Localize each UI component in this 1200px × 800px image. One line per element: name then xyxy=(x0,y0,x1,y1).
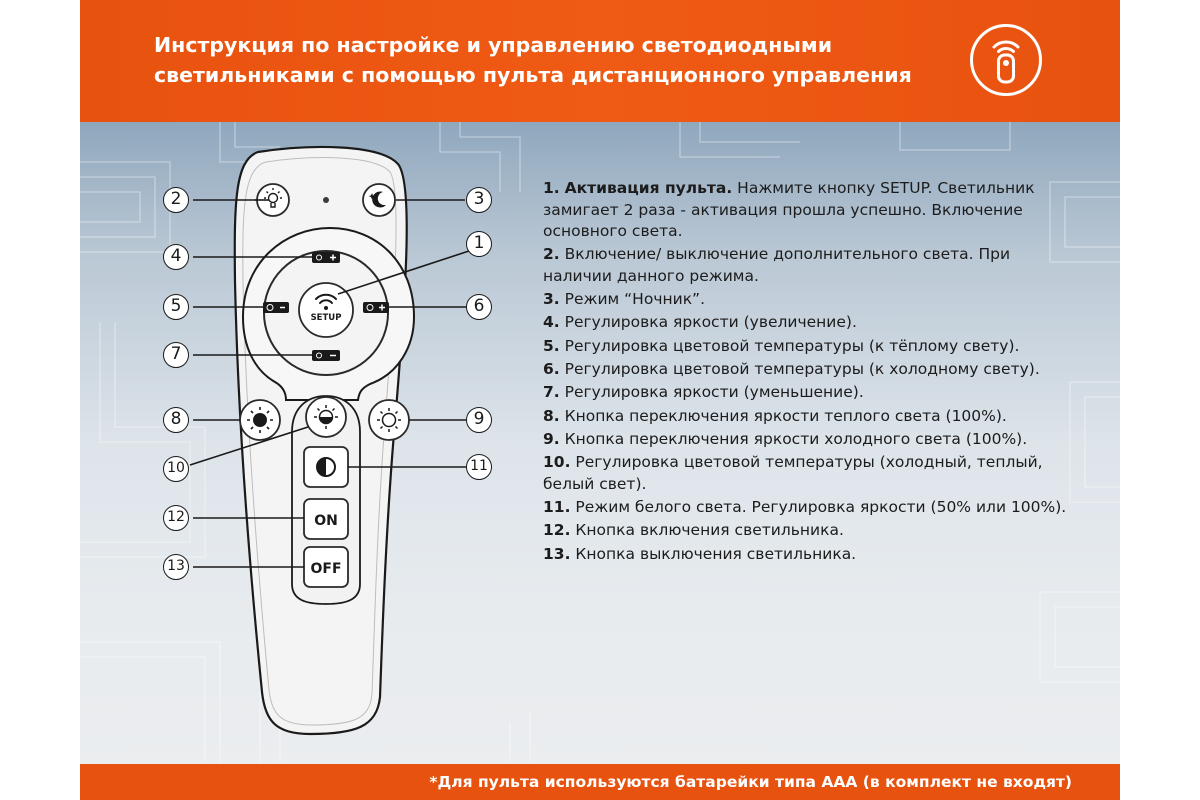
instruction-item-12: 12. Кнопка включения светильника. xyxy=(543,520,1083,542)
instruction-item-5: 5. Регулировка цветовой температуры (к т… xyxy=(543,336,1083,358)
callout-1: 1 xyxy=(466,231,492,257)
instruction-text: Режим “Ночник”. xyxy=(559,290,706,309)
callout-5: 5 xyxy=(163,294,189,320)
instruction-item-7: 7. Регулировка яркости (уменьшение). xyxy=(543,382,1083,404)
callout-3: 3 xyxy=(466,187,492,213)
page-title-line-1: Инструкция по настройке и управлению све… xyxy=(154,33,833,57)
wifi-icon-dot xyxy=(324,306,328,310)
color-temp-warm-button xyxy=(263,302,289,313)
callout-8: 8 xyxy=(163,407,189,433)
page-title: Инструкция по настройке и управлению све… xyxy=(154,30,974,90)
header-banner: Инструкция по настройке и управлению све… xyxy=(80,0,1120,122)
wifi-icon xyxy=(315,293,337,304)
instruction-number: 9. xyxy=(543,429,560,448)
callout-12: 12 xyxy=(163,505,189,531)
instruction-text: Кнопка переключения яркости холодного св… xyxy=(559,429,1028,448)
instruction-number: 13. xyxy=(543,544,571,563)
instruction-text: Кнопка выключения светильника. xyxy=(570,544,857,563)
instruction-item-1: 1. Активация пульта. Нажмите кнопку SETU… xyxy=(543,178,1083,243)
instruction-item-11: 11. Режим белого света. Регулировка ярко… xyxy=(543,497,1083,519)
instruction-item-6: 6. Регулировка цветовой температуры (к х… xyxy=(543,359,1083,381)
instruction-text: Режим белого света. Регулировка яркости … xyxy=(570,497,1067,516)
off-button-label: OFF xyxy=(310,561,341,577)
instruction-number: 8. xyxy=(543,406,560,425)
setup-label[interactable]: SETUP xyxy=(311,313,342,323)
brightness-down-button xyxy=(312,350,340,361)
instruction-item-13: 13. Кнопка выключения светильника. xyxy=(543,544,1083,566)
instruction-text: Регулировка цветовой температуры (к тёпл… xyxy=(559,336,1020,355)
instruction-text: Кнопка включения светильника. xyxy=(570,521,844,540)
callout-2: 2 xyxy=(163,187,189,213)
callout-11: 11 xyxy=(466,454,492,480)
instruction-item-3: 3. Режим “Ночник”. xyxy=(543,289,1083,311)
instruction-text: Регулировка цветовой температуры (к холо… xyxy=(559,359,1040,378)
instruction-number: 10. xyxy=(543,453,571,472)
instruction-item-4: 4. Регулировка яркости (увеличение). xyxy=(543,312,1083,334)
cold-light-100-button xyxy=(368,399,410,441)
instruction-number: 12. xyxy=(543,521,571,540)
bulb-icon xyxy=(264,188,282,208)
callout-13: 13 xyxy=(163,554,189,580)
instruction-number: 1. xyxy=(543,179,560,197)
instruction-item-9: 9. Кнопка переключения яркости холодного… xyxy=(543,429,1083,451)
callout-6: 6 xyxy=(466,294,492,320)
instruction-text: Нажмите кнопку SETUP. Светильник замигае… xyxy=(543,179,1035,240)
instruction-title: Активация пульта. xyxy=(564,179,733,197)
sun-filled-icon xyxy=(247,407,273,433)
footer-banner: *Для пульта используются батарейки типа … xyxy=(80,764,1120,800)
remote-control-wireless-icon-svg xyxy=(992,40,1020,84)
instruction-text: Регулировка яркости (уменьшение). xyxy=(559,383,864,402)
battery-note: *Для пульта используются батарейки типа … xyxy=(429,773,1072,791)
on-button-label: ON xyxy=(314,513,338,529)
on-button[interactable] xyxy=(303,498,349,540)
callout-4: 4 xyxy=(163,244,189,270)
remote-illustration: SETUP xyxy=(189,145,476,736)
indicator-led xyxy=(323,197,329,203)
instruction-number: 6. xyxy=(543,359,560,378)
brightness-up-button xyxy=(312,252,340,263)
sun-half-icon xyxy=(314,405,338,429)
callout-lines xyxy=(189,199,476,568)
night-mode-button xyxy=(362,183,396,217)
instruction-item-8: 8. Кнопка переключения яркости теплого с… xyxy=(543,406,1083,428)
instructions-list: 1. Активация пульта. Нажмите кнопку SETU… xyxy=(543,178,1083,567)
instruction-number: 2. xyxy=(543,245,560,264)
moon-star-icon xyxy=(368,191,386,208)
callout-10: 10 xyxy=(163,456,189,482)
page-title-line-2: светильниками с помощью пульта дистанцио… xyxy=(154,63,912,87)
remote-control-wireless-icon xyxy=(970,24,1042,96)
contrast-icon xyxy=(316,457,336,477)
instruction-item-2: 2. Включение/ выключение дополнительного… xyxy=(543,244,1083,287)
instruction-item-10: 10. Регулировка цветовой температуры (хо… xyxy=(543,452,1083,495)
instruction-text: Кнопка переключения яркости теплого свет… xyxy=(559,406,1007,425)
instruction-number: 11. xyxy=(543,497,571,516)
instruction-number: 7. xyxy=(543,383,560,402)
instruction-number: 4. xyxy=(543,313,560,332)
color-temp-cold-button xyxy=(363,302,389,313)
instruction-text: Включение/ выключение дополнительного св… xyxy=(543,245,1011,285)
instruction-number: 5. xyxy=(543,336,560,355)
sun-outline-icon xyxy=(377,408,401,432)
instruction-text: Регулировка цветовой температуры (холодн… xyxy=(543,453,1043,493)
instruction-number: 3. xyxy=(543,290,560,309)
callout-7: 7 xyxy=(163,342,189,368)
instruction-text: Регулировка яркости (увеличение). xyxy=(559,313,857,332)
callout-9: 9 xyxy=(466,407,492,433)
